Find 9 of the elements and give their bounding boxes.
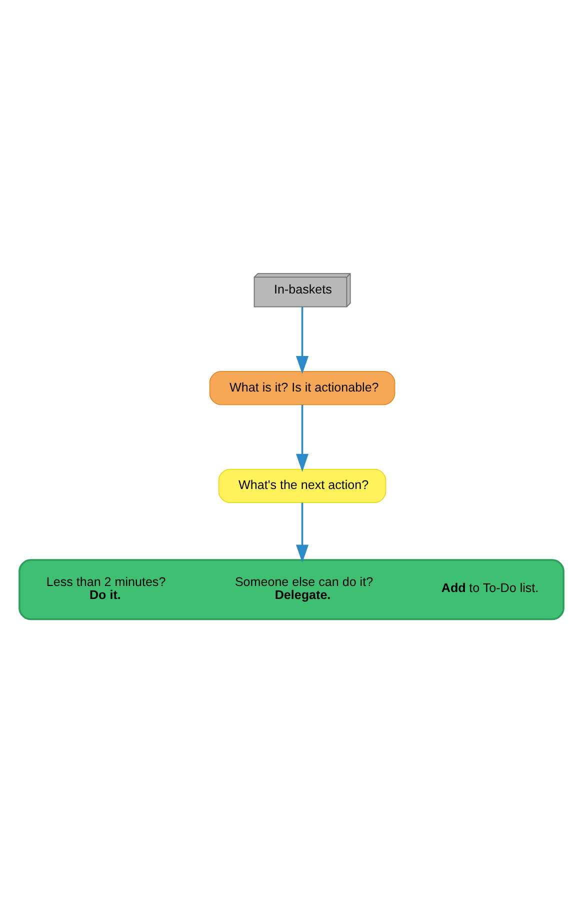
node-box: What's the next action? <box>218 468 386 502</box>
node-text: Add to To-Do list. <box>441 580 539 595</box>
node-text: Someone else can do it? Delegate. <box>234 574 374 602</box>
arrow <box>296 404 309 472</box>
arrow <box>296 502 309 562</box>
node-box: What is it? Is it actionable? <box>209 370 396 405</box>
arrow <box>296 306 309 374</box>
node-text: Less than 2 minutes? Do it. <box>46 574 166 602</box>
cluster <box>18 558 564 620</box>
